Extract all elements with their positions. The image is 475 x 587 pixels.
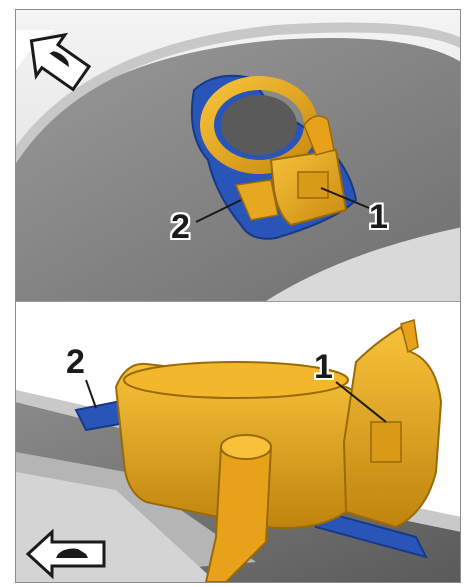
figure-frame: 1 2 [15, 9, 461, 583]
bottom-view-panel: 1 2 [16, 302, 460, 582]
panel-divider [16, 301, 460, 302]
callout-label-1-bottom: 1 [314, 348, 333, 386]
bottom-view-illustration [16, 302, 460, 582]
arrow-with-car-icon [29, 32, 92, 92]
arrow-with-car-icon-bottom [25, 528, 106, 580]
callout-label-2-bottom: 2 [66, 343, 85, 381]
callout-label-2: 2 [171, 208, 190, 246]
top-view-panel: 1 2 [16, 10, 460, 301]
top-view-illustration [16, 10, 460, 301]
callout-label-1: 1 [369, 198, 388, 236]
